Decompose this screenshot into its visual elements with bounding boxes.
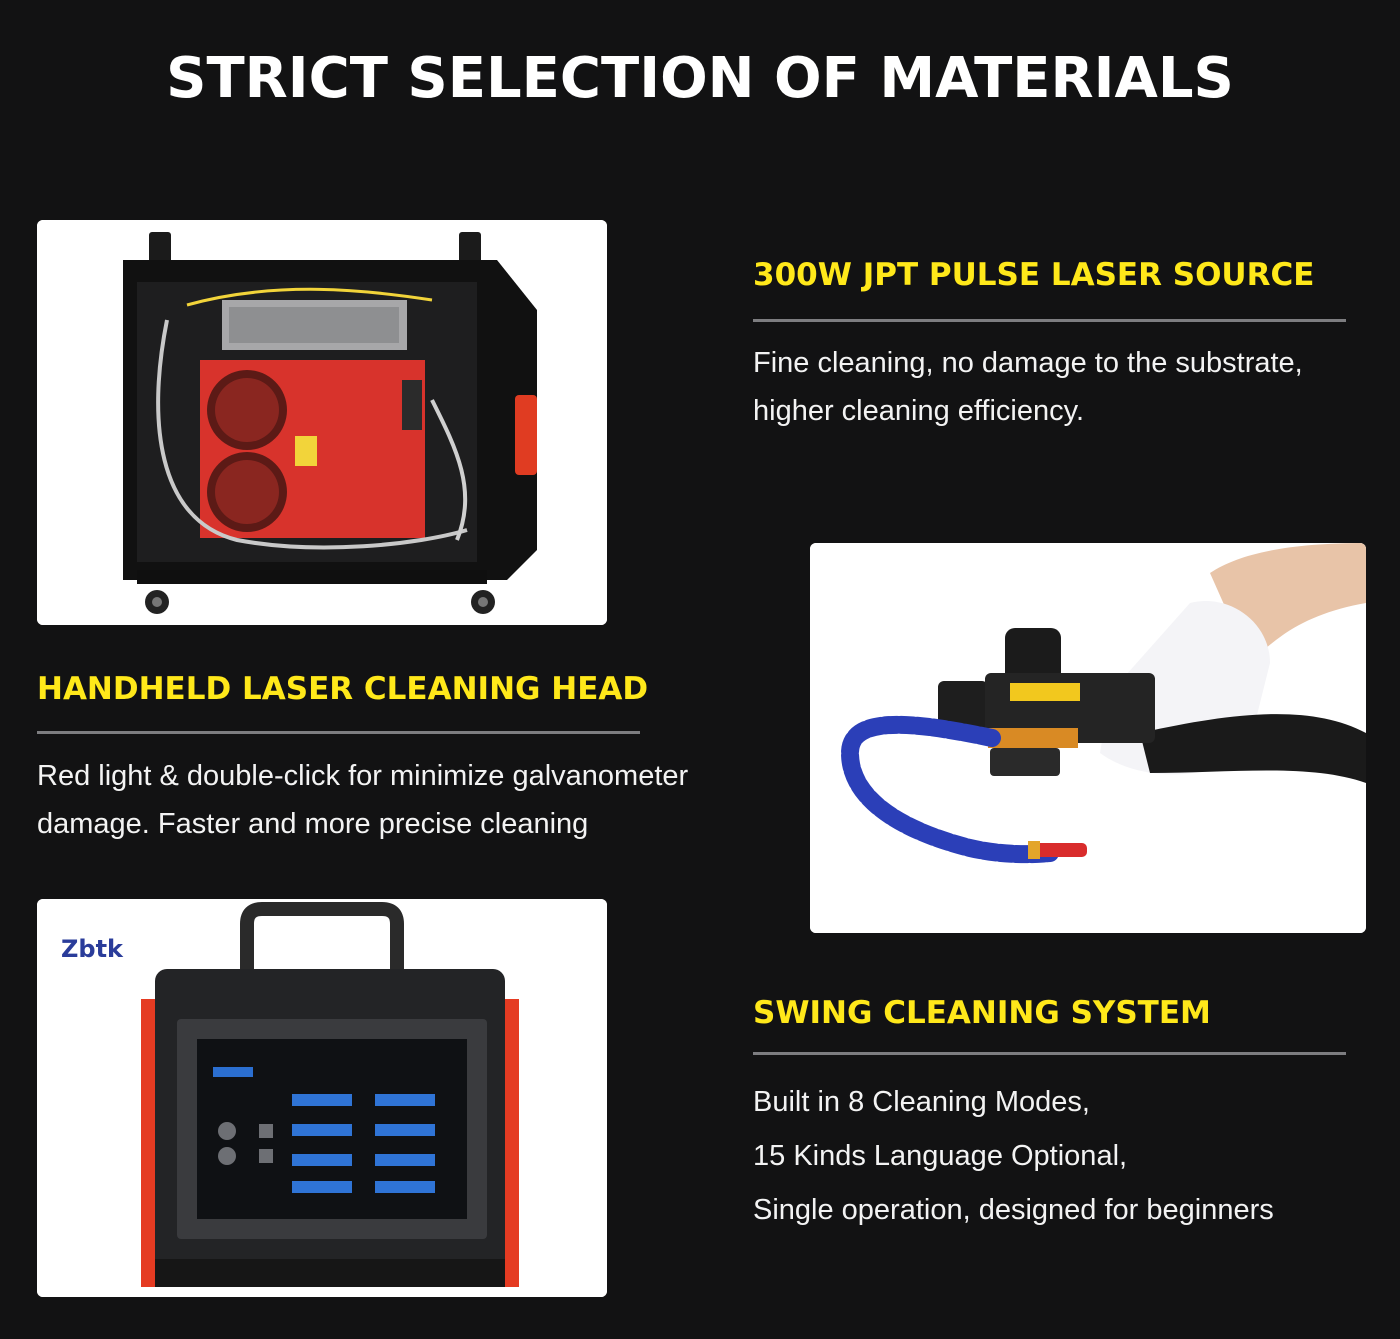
feature-description-swing-system: Built in 8 Cleaning Modes, 15 Kinds Lang…	[753, 1075, 1274, 1237]
page-title: STRICT SELECTION OF MATERIALS	[166, 46, 1234, 111]
feature-heading-laser-source: 300W JPT PULSE LASER SOURCE	[753, 257, 1315, 293]
cleaning-head-photo	[810, 543, 1366, 933]
description-line: higher cleaning efficiency.	[753, 395, 1085, 427]
description-line: Red light & double-click for minimize ga…	[37, 760, 689, 792]
description-line: Fine cleaning, no damage to the substrat…	[753, 347, 1303, 379]
brand-logo: Zbtk	[61, 935, 124, 963]
divider-cleaning-head	[37, 731, 640, 734]
control-panel-photo: Zbtk	[37, 899, 607, 1297]
feature-description-cleaning-head: Red light & double-click for minimize ga…	[37, 752, 688, 848]
laser-source-machine-illustration	[37, 220, 607, 625]
control-panel-illustration: Zbtk	[37, 899, 607, 1297]
feature-description-laser-source: Fine cleaning, no damage to the substrat…	[753, 339, 1303, 435]
cleaning-head-illustration	[810, 543, 1366, 933]
description-line: Single operation, designed for beginners	[753, 1194, 1274, 1226]
feature-heading-cleaning-head: HANDHELD LASER CLEANING HEAD	[37, 671, 649, 707]
laser-source-photo	[37, 220, 607, 625]
divider-laser-source	[753, 319, 1346, 322]
feature-heading-swing-system: SWING CLEANING SYSTEM	[753, 995, 1211, 1031]
divider-swing-system	[753, 1052, 1346, 1055]
description-line: 15 Kinds Language Optional,	[753, 1140, 1128, 1172]
description-line: Built in 8 Cleaning Modes,	[753, 1086, 1090, 1118]
description-line: damage. Faster and more precise cleaning	[37, 808, 589, 840]
